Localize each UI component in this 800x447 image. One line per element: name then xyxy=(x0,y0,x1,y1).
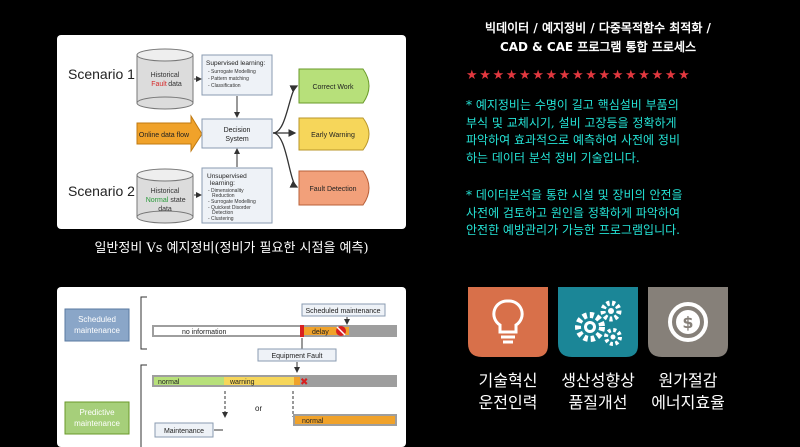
title-line-2: CAD & CAE 프로그램 통합 프로세스 xyxy=(499,40,697,54)
cylinder2-line1: Historical xyxy=(151,188,180,195)
scheduled-maintenance-box: Scheduled maintenance xyxy=(301,303,386,317)
equipment-fault-label: Equipment Fault xyxy=(272,353,323,360)
decision-system-box: Decision System xyxy=(201,118,273,149)
post-maintenance-bar: normal xyxy=(293,414,397,426)
cylinder2-data: data xyxy=(158,206,172,213)
title-line-1: 빅데이터 / 예지정비 / 다중목적함수 최적화 / xyxy=(485,21,711,35)
predictive-line2: maintenance xyxy=(74,419,120,428)
supervised-item-2: - Pattern matching xyxy=(208,76,249,82)
unsupervised-learning-box: Unsupervised learning: - Dimensionality … xyxy=(201,167,273,224)
early-warning-label: Early Warning xyxy=(311,132,355,139)
para2-line-2: 사전에 검토하고 원인을 정확하게 파악하여 xyxy=(466,205,680,220)
historical-fault-data-cylinder: Historical Fault data xyxy=(136,48,194,110)
decision-line1: Decision xyxy=(224,127,251,134)
dollar-icon: $ xyxy=(648,287,728,357)
cost-label-line2: 에너지효율 xyxy=(651,393,725,412)
description-paragraph-2: * 데이터분석을 통한 시설 및 장비의 안전을 사전에 검토하고 원인을 정확… xyxy=(466,187,741,240)
scheduled-timeline-bar: no information delay xyxy=(152,325,397,337)
normal-label-1: normal xyxy=(158,379,180,386)
description-paragraph-1: * 예지정비는 수명이 길고 핵심설비 부품의 부식 및 교체시기, 설비 고장… xyxy=(466,97,741,167)
maintenance-box: Maintenance xyxy=(154,422,223,438)
unsupervised-title-1: Unsupervised xyxy=(207,173,247,180)
innovation-label: 기술혁신 운전인력 xyxy=(463,370,553,414)
innovation-tile xyxy=(468,287,548,357)
correct-work-label: Correct Work xyxy=(312,84,354,91)
online-data-flow-arrow: Online data flow xyxy=(136,114,203,153)
equipment-fault-box: Equipment Fault xyxy=(257,338,337,373)
fault-detection-label: Fault Detection xyxy=(309,186,356,193)
online-data-flow-label: Online data flow xyxy=(139,132,190,139)
scheduled-maintenance-label-box: Scheduled maintenance xyxy=(64,308,130,342)
scenario-1-label: Scenario 1 xyxy=(68,66,135,82)
para1-line-1: * 예지정비는 수명이 길고 핵심설비 부품의 xyxy=(466,98,679,112)
para2-line-1: * 데이터분석을 통한 시설 및 장비의 안전을 xyxy=(466,188,683,202)
supervised-item-3: - Classification xyxy=(208,83,241,89)
cost-label-line1: 원가절감 xyxy=(658,371,718,390)
productivity-label-line1: 생산성향상 xyxy=(561,371,635,390)
historical-normal-data-cylinder: Historical Normal state data xyxy=(136,168,194,224)
timeline-svg: Scheduled maintenance Scheduled maintena… xyxy=(64,296,397,447)
scenario-2-label: Scenario 2 xyxy=(68,183,135,199)
or-label: or xyxy=(255,404,262,413)
maintenance-label: Maintenance xyxy=(164,428,204,435)
predictive-line1: Predictive xyxy=(79,408,115,417)
supervised-title: Supervised learning: xyxy=(206,60,265,67)
page-title: 빅데이터 / 예지정비 / 다중목적함수 최적화 / CAD & CAE 프로그… xyxy=(448,19,748,57)
svg-text:$: $ xyxy=(682,313,693,332)
warning-label: warning xyxy=(229,379,255,386)
unsupervised-item-6: - Clustering xyxy=(208,216,234,222)
cylinder2-state: state xyxy=(170,197,185,204)
correct-work-output: Correct Work xyxy=(298,68,370,104)
para2-line-3: 안전한 예방관리가 가능한 프로그램입니다. xyxy=(466,223,680,237)
cylinder1-data: data xyxy=(168,81,182,88)
lightbulb-icon xyxy=(468,287,548,357)
para1-line-4: 하는 데이터 분석 정비 기술입니다. xyxy=(466,150,640,165)
para1-line-2: 부식 및 교체시기, 설비 고장등을 정확하게 xyxy=(466,115,677,130)
scenario-diagram-svg: Scenario 1 Scenario 2 Historical Fault d… xyxy=(68,48,370,224)
star-divider: ★★★★★★★★★★★★★★★★★ xyxy=(466,68,692,83)
no-information-label: no information xyxy=(182,329,226,336)
innovation-label-line1: 기술혁신 xyxy=(478,371,538,390)
productivity-label-line2: 품질개선 xyxy=(568,393,628,412)
cylinder2-normal: Normal xyxy=(146,197,169,204)
unsupervised-item-1: - Dimensionality xyxy=(208,188,244,194)
cost-label: 원가절감 에너지효율 xyxy=(643,370,733,414)
scheduled-line2: maintenance xyxy=(74,326,120,335)
unsupervised-item-4: - Quickest Disorder xyxy=(208,205,251,211)
scheduled-maintenance-box-label: Scheduled maintenance xyxy=(305,308,380,315)
unsupervised-item-3: - Surrogate Modelling xyxy=(208,199,256,205)
early-warning-output: Early Warning xyxy=(298,117,370,151)
cylinder1-fault: Fault xyxy=(151,81,167,88)
fault-detection-output: Fault Detection xyxy=(298,170,370,206)
fault-x-icon: ✖ xyxy=(300,377,308,388)
scheduled-line1: Scheduled xyxy=(78,315,116,324)
supervised-learning-box: Supervised learning: - Surrogate Modelli… xyxy=(201,54,273,96)
delay-label: delay xyxy=(312,329,329,336)
decision-line2: System xyxy=(225,136,249,143)
maintenance-timeline-diagram: Scheduled maintenance Scheduled maintena… xyxy=(57,287,406,447)
gears-icon xyxy=(558,287,638,357)
para1-line-3: 파악하여 효과적으로 예측하여 사전에 정비 xyxy=(466,133,680,147)
cost-reduction-tile: $ xyxy=(648,287,728,357)
normal-label-2: normal xyxy=(302,418,324,425)
supervised-item-1: - Surrogate Modelling xyxy=(208,69,256,75)
predictive-scenario-diagram: Scenario 1 Scenario 2 Historical Fault d… xyxy=(57,35,406,229)
diagram-caption: 일반정비 Vs 예지정비(정비가 필요한 시점을 예측) xyxy=(94,241,369,256)
productivity-label: 생산성향상 품질개선 xyxy=(553,370,643,414)
predictive-maintenance-label-box: Predictive maintenance xyxy=(64,401,130,435)
unsupervised-item-2: Reduction xyxy=(212,193,235,199)
predictive-timeline-bar: normal warning ✖ xyxy=(152,375,397,388)
productivity-tile xyxy=(558,287,638,357)
unsupervised-title-2: learning: xyxy=(210,180,235,187)
cylinder1-line1: Historical xyxy=(151,72,180,79)
innovation-label-line2: 운전인력 xyxy=(478,393,538,412)
unsupervised-item-5: Detection xyxy=(212,210,233,216)
